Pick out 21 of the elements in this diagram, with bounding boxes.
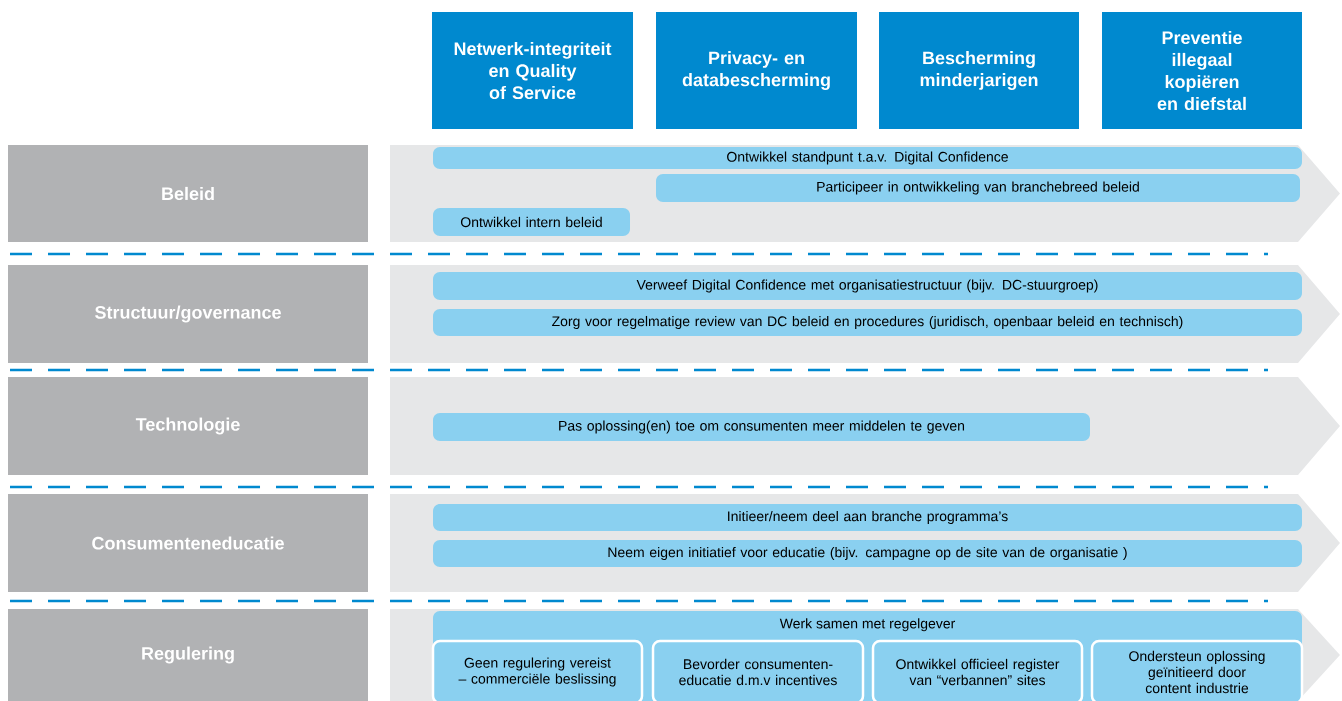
row-label-box: Regulering (8, 609, 368, 701)
action-bar: Neem eigen initiatief voor educatie (bijv. campagne op de site van de organisatie ) (433, 540, 1302, 567)
action-bar: Pas oplossing(en) toe om consumenten meer middelen te geven (433, 413, 1090, 441)
header-box: Netwerk-integriteit en Quality of Service (432, 12, 633, 129)
action-box: Ondersteun oplossing geïnitieerd door content industrie (1090, 639, 1304, 701)
header-box: Privacy- en databescherming (656, 12, 857, 129)
row-label-box: Consumenteneducatie (8, 494, 368, 592)
header-box: Preventie illegaal kopiëren en diefstal (1102, 12, 1302, 129)
action-bar: Zorg voor regelmatige review van DC beleid en procedures (juridisch, openbaar beleid en technisch) (433, 309, 1302, 336)
action-bar: Initieer/neem deel aan branche programma’s (433, 504, 1302, 531)
header-box: Bescherming minderjarigen (879, 12, 1079, 129)
action-box: Ontwikkel officieel register van “verbannen” sites (871, 639, 1084, 701)
action-bar: Ontwikkel standpunt t.a.v. Digital Confidence (433, 147, 1302, 169)
row-label-box: Beleid (8, 145, 368, 242)
action-box: Geen regulering vereist – commerciële beslissing (431, 639, 644, 701)
action-box: Bevorder consumenten-educatie d.m.v incentives (651, 639, 865, 701)
action-bar: Ontwikkel intern beleid (433, 208, 630, 236)
action-bar: Verweef Digital Confidence met organisatiestructuur (bijv. DC-stuurgroep) (433, 272, 1302, 300)
row-label-box: Structuur/governance (8, 265, 368, 363)
row-label-box: Technologie (8, 377, 368, 475)
action-bar: Participeer in ontwikkeling van branchebreed beleid (656, 174, 1300, 202)
